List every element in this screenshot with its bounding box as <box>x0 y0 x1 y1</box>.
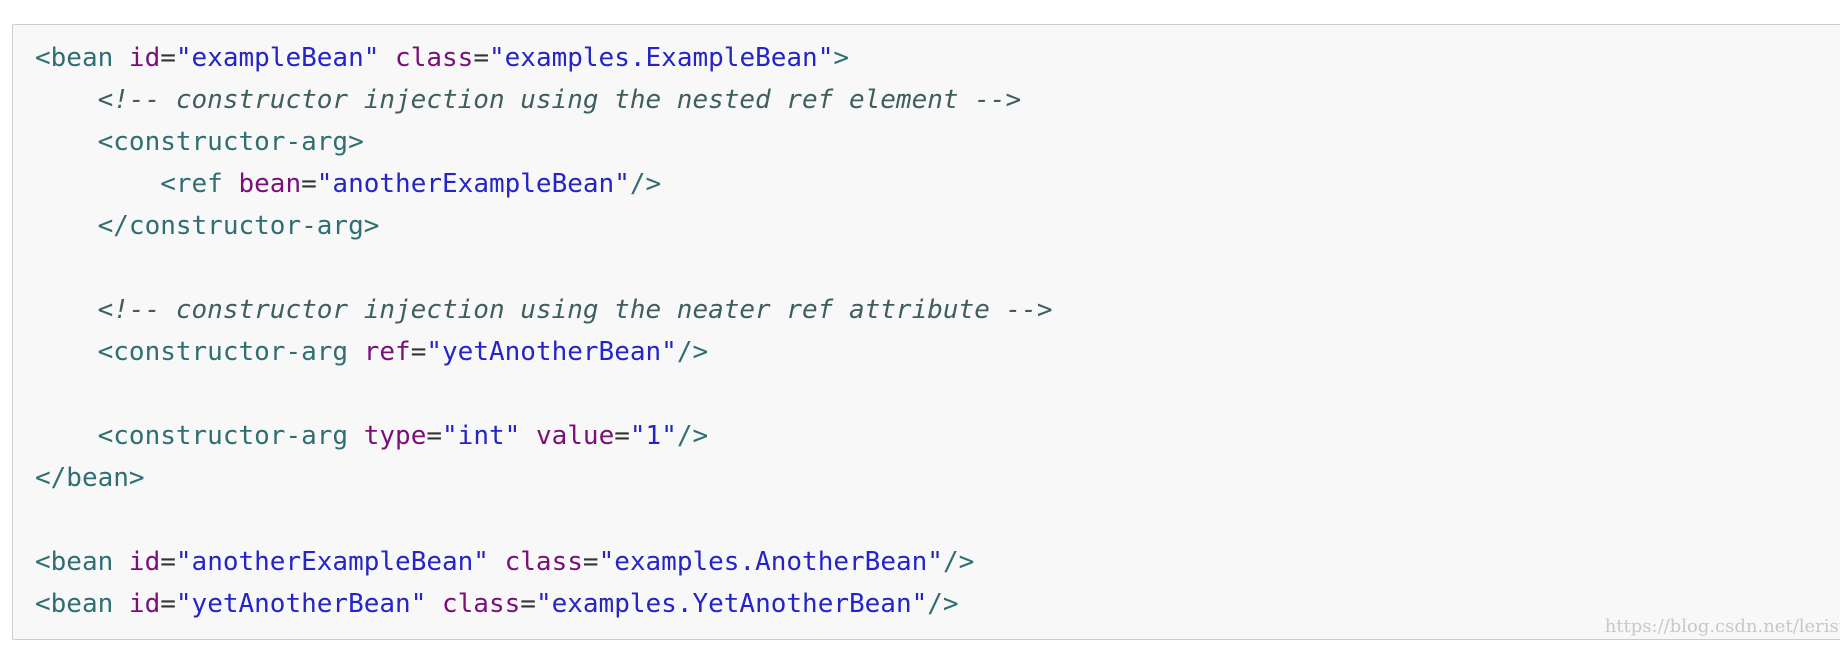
code-string: "anotherExampleBean" <box>316 169 630 199</box>
code-punctuation: = <box>410 337 427 367</box>
code-tag <box>426 589 442 619</box>
code-tag: <bean <box>35 547 129 577</box>
code-attribute: type <box>363 421 427 451</box>
code-tag: <constructor-arg <box>35 421 364 451</box>
code-line: <constructor-arg> <box>35 121 1052 163</box>
code-line: <bean id="anotherExampleBean" class="exa… <box>35 541 1052 583</box>
code-line <box>35 373 1052 415</box>
watermark: https://blog.csdn.net/lerist <box>1604 616 1840 637</box>
code-line: </bean> <box>35 457 1052 499</box>
code-tag: <bean <box>35 43 129 73</box>
code-line: <!-- constructor injection using the nes… <box>35 79 1052 121</box>
code-string: "anotherExampleBean" <box>175 547 489 577</box>
code-attribute: value <box>535 421 615 451</box>
code-attribute: id <box>128 589 161 619</box>
code-line <box>35 247 1052 289</box>
code-punctuation: = <box>301 169 317 199</box>
code-line: <bean id="yetAnotherBean" class="example… <box>35 583 1052 625</box>
code-string: "examples.AnotherBean" <box>598 547 943 577</box>
code-punctuation: = <box>160 589 176 619</box>
code-punctuation: = <box>426 421 443 451</box>
code-comment: <!-- constructor injection using the nes… <box>35 85 1022 115</box>
code-tag: /> <box>629 169 662 199</box>
code-punctuation: = <box>160 547 176 577</box>
code-tag: /> <box>927 589 959 619</box>
code-string: "exampleBean" <box>175 43 380 73</box>
code-string: "yetAnotherBean" <box>175 589 427 619</box>
code-string: "yetAnotherBean" <box>426 337 677 367</box>
code-string: "int" <box>442 421 521 451</box>
code-attribute: class <box>442 589 521 619</box>
code-punctuation: = <box>582 547 599 577</box>
code-punctuation: = <box>614 421 630 451</box>
code-line: <bean id="exampleBean" class="examples.E… <box>35 37 1052 79</box>
code-tag: <constructor-arg> <box>35 127 364 157</box>
code-attribute: class <box>395 43 474 73</box>
code-attribute: ref <box>363 337 411 367</box>
code-tag <box>520 421 536 451</box>
code-comment: <!-- constructor injection using the nea… <box>35 295 1053 325</box>
code-punctuation: = <box>473 43 489 73</box>
code-line: <constructor-arg ref="yetAnotherBean"/> <box>35 331 1052 373</box>
code-attribute: id <box>128 547 161 577</box>
code-attribute: id <box>128 43 161 73</box>
code-attribute: class <box>504 547 583 577</box>
code-tag: <ref <box>35 169 239 199</box>
code-line: <constructor-arg type="int" value="1"/> <box>35 415 1052 457</box>
code-string: "examples.ExampleBean" <box>488 43 834 73</box>
code-string: "1" <box>629 421 677 451</box>
code-attribute: bean <box>238 169 302 199</box>
code-tag: /> <box>942 547 975 577</box>
code-line <box>35 499 1052 541</box>
code-tag: <bean <box>35 589 129 619</box>
code-block: <bean id="exampleBean" class="examples.E… <box>12 24 1840 640</box>
code-listing: <bean id="exampleBean" class="examples.E… <box>35 37 1052 625</box>
code-string: "examples.YetAnotherBean" <box>535 589 928 619</box>
code-tag: <constructor-arg <box>35 337 364 367</box>
code-line: </constructor-arg> <box>35 205 1052 247</box>
code-line: <!-- constructor injection using the nea… <box>35 289 1053 331</box>
code-tag: /> <box>676 421 709 451</box>
code-punctuation: = <box>520 589 536 619</box>
code-punctuation: = <box>160 43 176 73</box>
code-tag: </constructor-arg> <box>35 211 380 241</box>
code-tag: /> <box>676 337 709 367</box>
code-tag: </bean> <box>35 463 145 493</box>
code-tag <box>379 43 395 73</box>
code-tag: > <box>833 43 850 73</box>
code-line: <ref bean="anotherExampleBean"/> <box>35 163 1052 205</box>
code-tag <box>489 547 505 577</box>
